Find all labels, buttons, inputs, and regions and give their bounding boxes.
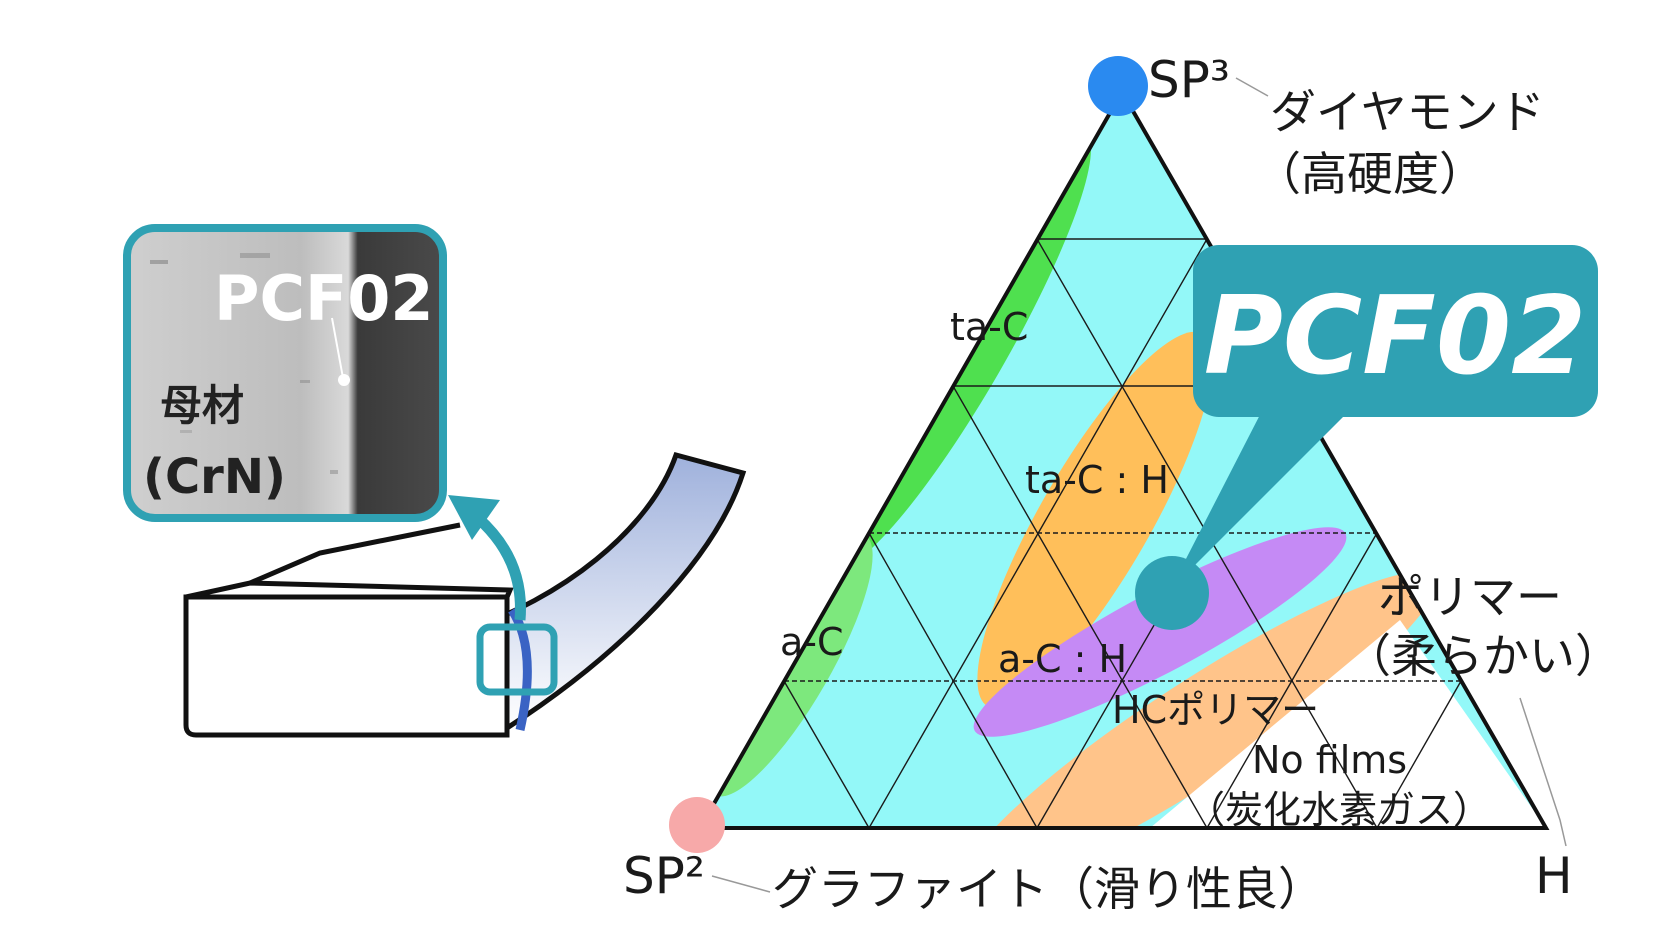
label-a-c: a-C xyxy=(780,620,844,664)
inset-coating-label: PCF02 xyxy=(214,262,434,335)
inset-base-material: (CrN) xyxy=(143,449,286,505)
cross-section-inset: PCF02 母材 (CrN) xyxy=(127,228,443,518)
pcf02-position-dot xyxy=(1135,556,1209,630)
sp3-description-line1: ダイヤモンド xyxy=(1270,85,1545,139)
sp3-description-line2: （高硬度） xyxy=(1255,147,1485,201)
sp2-dot xyxy=(669,797,725,853)
h-description-line1: ポリマー xyxy=(1378,570,1562,624)
label-hc-polymer: HCポリマー xyxy=(1112,688,1319,732)
label-hydrocarbon-gas: （炭化水素ガス） xyxy=(1187,788,1491,832)
label-ta-c: ta-C xyxy=(950,305,1028,349)
label-no-films: No films xyxy=(1252,738,1407,782)
vertex-h: H xyxy=(1535,847,1573,905)
inset-base-label: 母材 xyxy=(160,381,244,430)
callout-label: PCF02 xyxy=(1204,274,1586,399)
vertex-sp2: SP² xyxy=(623,847,705,905)
base-block xyxy=(186,597,507,735)
sp3-dot xyxy=(1088,56,1148,116)
sp2-description: グラファイト（滑り性良） xyxy=(772,862,1324,916)
label-ta-c-h: ta-C : H xyxy=(1025,458,1169,502)
ternary-diagram: ta-C ta-C : H a-C a-C : H HCポリマー No film… xyxy=(623,51,1621,924)
h-description-line2: （柔らかい） xyxy=(1345,629,1621,683)
label-a-c-h: a-C : H xyxy=(998,637,1127,681)
vertex-sp3: SP³ xyxy=(1148,51,1230,109)
